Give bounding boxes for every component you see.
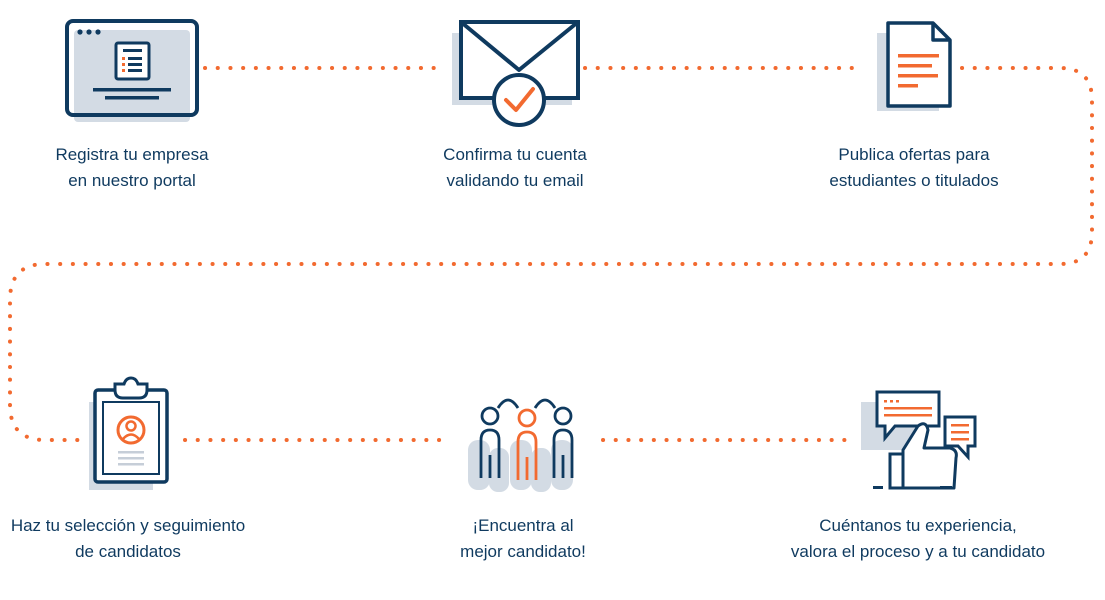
step-label-line: Haz tu selección y seguimiento (10, 516, 246, 535)
step-label-line: estudiantes o titulados (829, 171, 999, 190)
step-label-select: Haz tu selección y seguimiento de candid… (0, 513, 278, 565)
step-label-publish: Publica ofertas para estudiantes o titul… (764, 142, 1064, 194)
people-group-icon (468, 398, 574, 492)
step-label-line: en nuestro portal (68, 171, 196, 190)
step-label-line: validando tu email (446, 171, 584, 190)
step-label-line: de candidatos (75, 542, 181, 561)
thumbs-up-chat-icon (861, 390, 977, 490)
step-label-confirm: Confirma tu cuenta validando tu email (365, 142, 665, 194)
step-label-register: Registra tu empresa en nuestro portal (0, 142, 282, 194)
step-label-feedback: Cuéntanos tu experiencia, valora el proc… (768, 513, 1068, 565)
step-label-line: Publica ofertas para (838, 145, 990, 164)
step-label-line: Cuéntanos tu experiencia, (819, 516, 1017, 535)
web-form-icon (65, 19, 199, 122)
dotted-connector (8, 66, 1094, 442)
step-label-line: Confirma tu cuenta (443, 145, 587, 164)
step-label-line: ¡Encuentra al (472, 516, 574, 535)
step-label-line: mejor candidato! (460, 542, 586, 561)
step-label-line: Registra tu empresa (55, 145, 209, 164)
step-label-line: valora el proceso y a tu candidato (790, 542, 1046, 561)
clipboard-candidate-icon (89, 376, 169, 490)
step-label-find: ¡Encuentra al mejor candidato! (373, 513, 673, 565)
envelope-check-icon (452, 20, 580, 127)
document-icon (877, 21, 952, 111)
